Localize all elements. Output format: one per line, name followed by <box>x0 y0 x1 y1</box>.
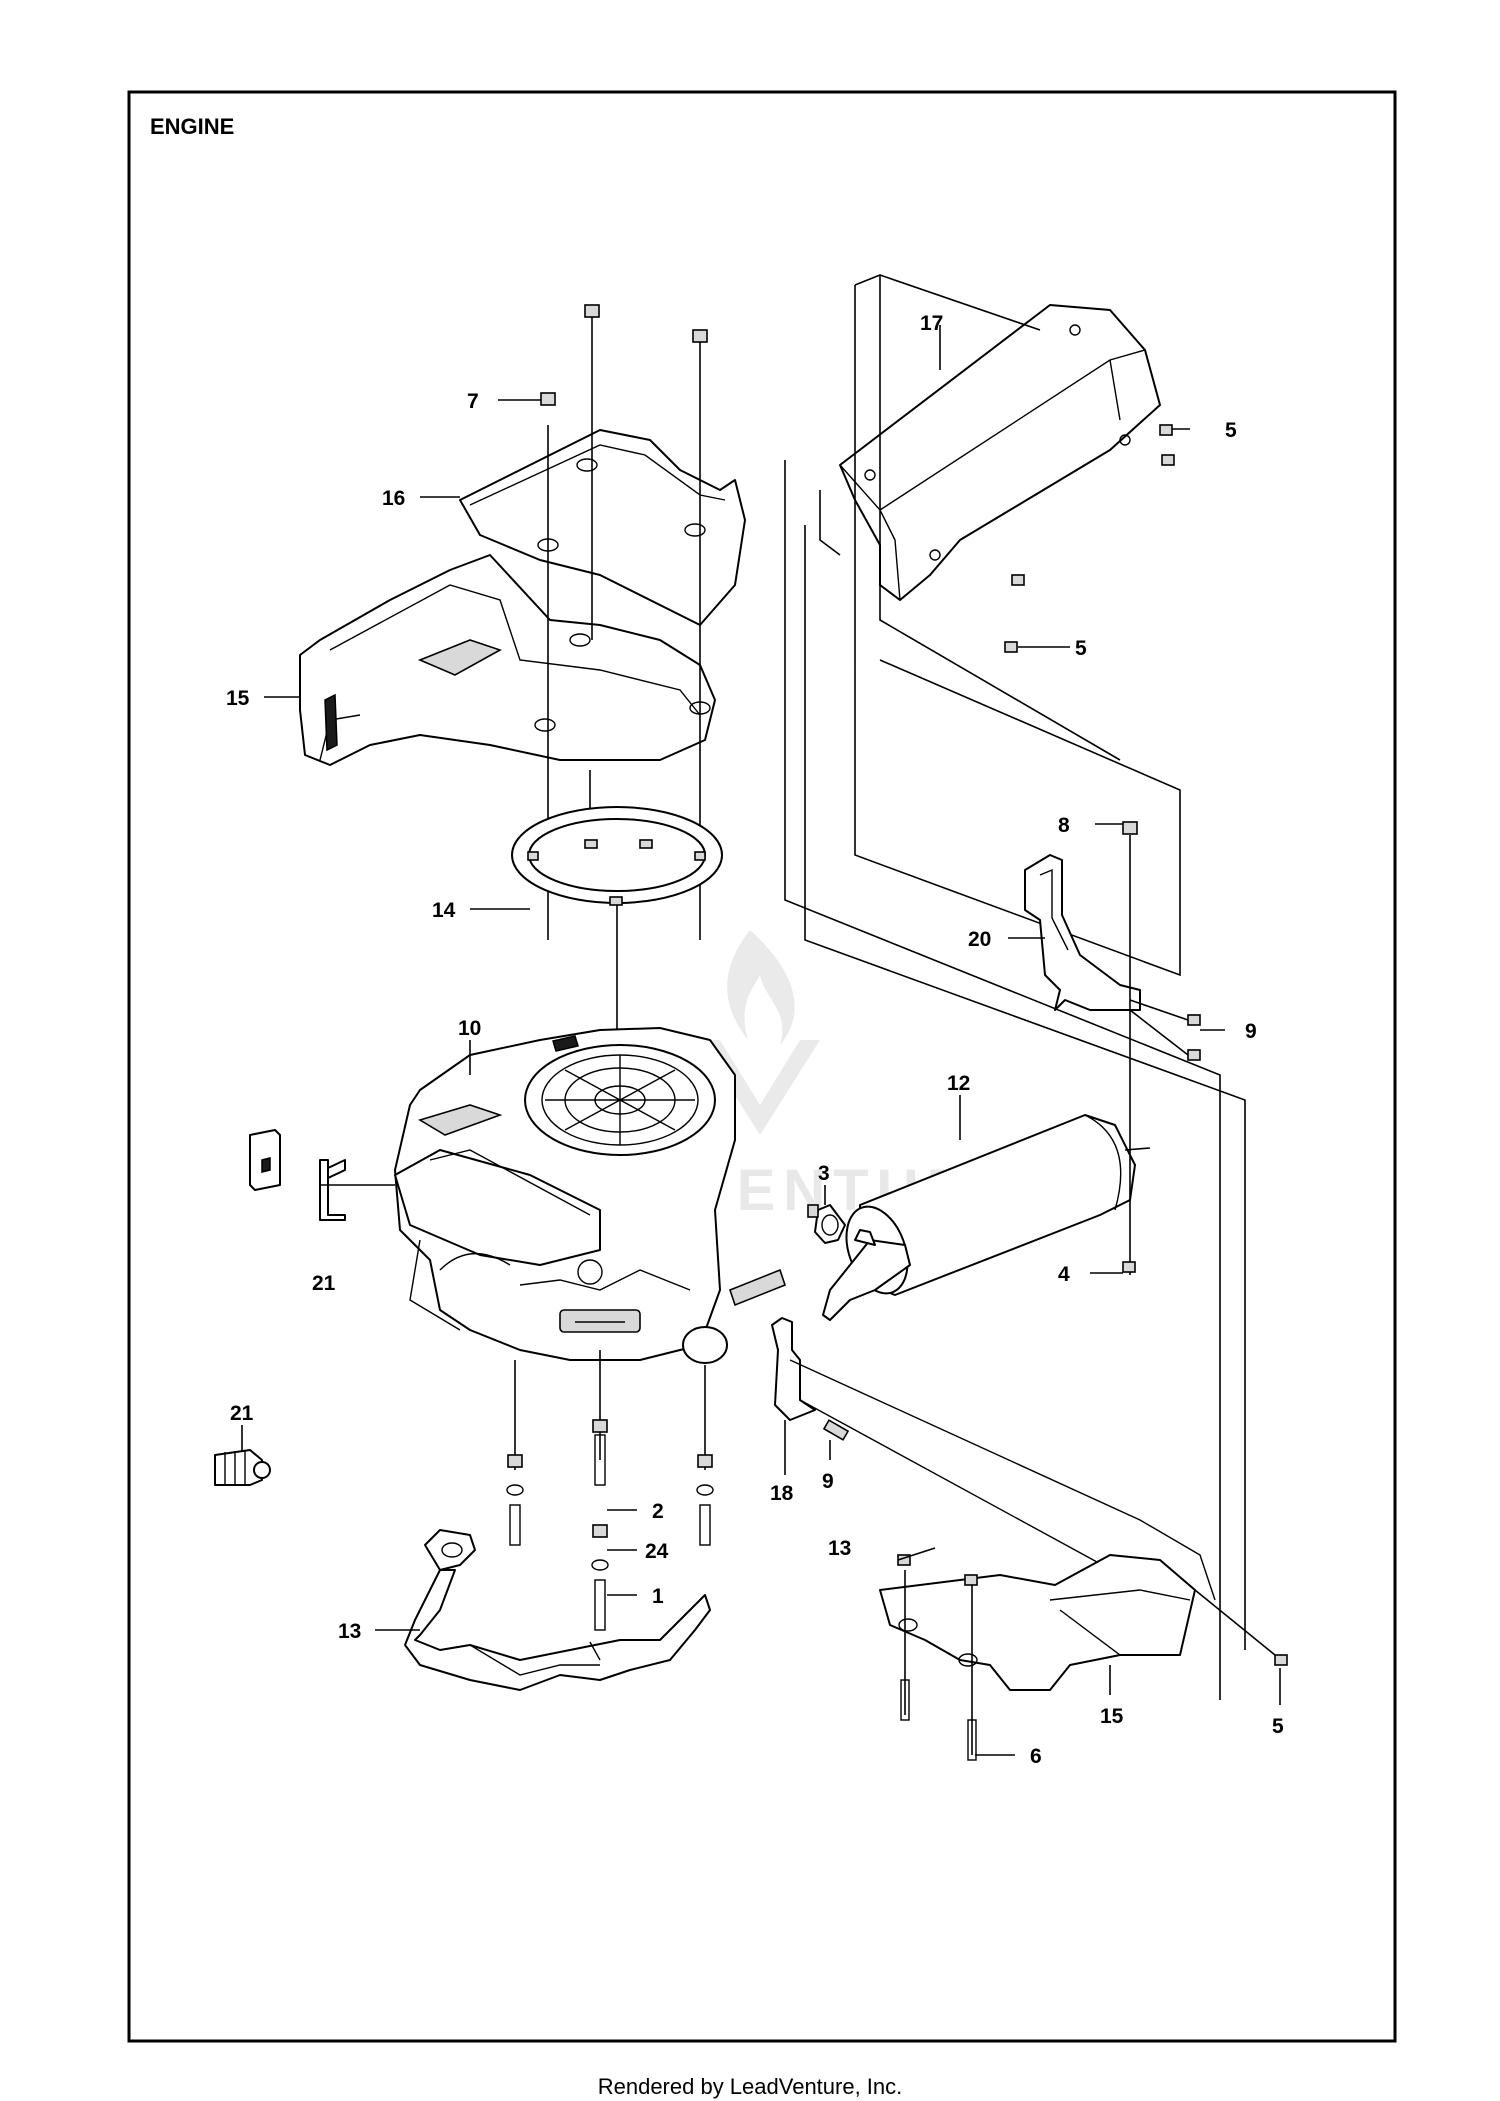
callout-labels: 7 16 15 14 10 21 21 12 3 4 17 5 5 8 20 9… <box>226 312 1284 1768</box>
part-13-exhaust-pipe[interactable] <box>404 1529 711 1691</box>
callout-5-top[interactable]: 5 <box>1225 419 1237 442</box>
callout-9[interactable]: 9 <box>822 1470 834 1493</box>
callout-16[interactable]: 14 <box>432 899 456 922</box>
screw-icon <box>692 329 708 343</box>
callout-5-mid[interactable]: 5 <box>1075 637 1087 660</box>
part-9-pin <box>822 1419 850 1441</box>
part-6-bolts <box>897 1554 978 1761</box>
part-21-box[interactable] <box>249 1129 281 1191</box>
part-19-heat-shield[interactable] <box>839 304 1161 601</box>
heat-shield-guide-lines <box>784 274 1246 1700</box>
part-14-muffler[interactable] <box>822 1114 1151 1321</box>
engine-bolts <box>506 1350 714 1631</box>
callout-13[interactable]: 13 <box>338 1620 361 1643</box>
part-3-clamp[interactable] <box>807 1204 846 1244</box>
part-17-blower-housing[interactable] <box>299 554 716 766</box>
part-16-ring-screen[interactable] <box>511 806 723 906</box>
callout-24[interactable]: 24 <box>645 1540 669 1563</box>
screw-icon <box>584 304 600 318</box>
heat-shield-screws <box>1004 424 1175 653</box>
callout-2[interactable]: 2 <box>652 1500 664 1523</box>
part-23-sensor[interactable] <box>214 1449 271 1486</box>
part-10-screws <box>1129 999 1201 1061</box>
callout-17[interactable]: 15 <box>226 687 250 710</box>
callout-7[interactable]: 7 <box>467 390 479 413</box>
callout-5-bottom[interactable]: 5 <box>1272 1715 1284 1738</box>
callout-3[interactable]: 3 <box>818 1162 830 1185</box>
callout-12[interactable]: 10 <box>458 1017 481 1040</box>
screw-icon <box>540 392 556 406</box>
callout-11[interactable]: 13 <box>828 1537 851 1560</box>
diagram-frame <box>127 90 1397 2043</box>
part-12-engine[interactable] <box>394 1027 786 1364</box>
callout-15[interactable]: 15 <box>1100 1705 1124 1728</box>
callout-8[interactable]: 8 <box>1058 814 1070 837</box>
footer-credit: Rendered by LeadVenture, Inc. <box>597 2074 903 2099</box>
diagram-title: ENGINE <box>150 114 234 139</box>
callout-10[interactable]: 9 <box>1245 1020 1257 1043</box>
part-5-screw-lower <box>1194 1589 1288 1666</box>
callout-18[interactable]: 16 <box>382 487 405 510</box>
callout-21[interactable]: 21 <box>312 1272 336 1295</box>
callout-4[interactable]: 4 <box>1058 1263 1070 1286</box>
callout-14[interactable]: 12 <box>947 1072 970 1095</box>
callout-20[interactable]: 18 <box>770 1482 794 1505</box>
part-20-lower-bracket[interactable] <box>771 1317 1216 1601</box>
callout-1[interactable]: 1 <box>652 1585 664 1608</box>
callout-23[interactable]: 21 <box>230 1402 254 1425</box>
callout-6[interactable]: 6 <box>1030 1745 1042 1768</box>
callout-22[interactable]: 20 <box>968 928 991 951</box>
part-8-screw-line <box>1122 821 1138 1275</box>
callout-leaders <box>241 325 1281 1756</box>
callout-19[interactable]: 17 <box>920 312 943 335</box>
part-15-lower-shield[interactable] <box>879 1554 1196 1691</box>
part-21-bracket[interactable] <box>319 1159 346 1221</box>
part-22-upper-bracket[interactable] <box>1024 854 1141 1011</box>
